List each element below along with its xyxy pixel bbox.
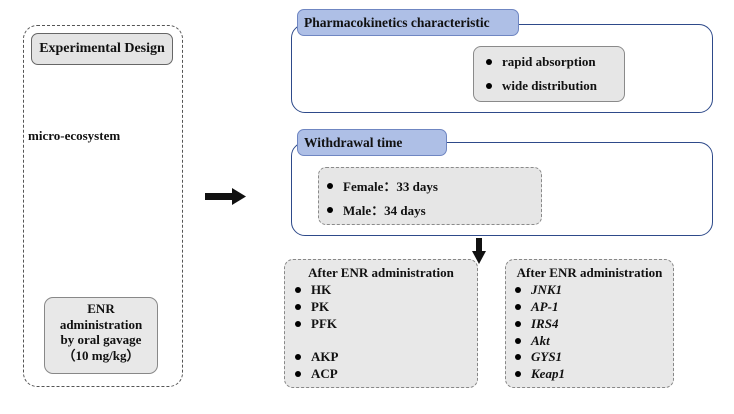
bullet-icon <box>295 287 301 293</box>
bullet-icon <box>295 354 301 360</box>
gene-label: AP-1 <box>531 299 559 314</box>
gene-label: GYS1 <box>531 349 563 364</box>
list-item: PK <box>295 299 329 315</box>
micro-ecosystem-label: micro-ecosystem <box>28 128 121 143</box>
pk-item: rapid absorption <box>502 54 596 69</box>
enr-line: （10 mg/kg） <box>62 347 140 363</box>
withdrawal-title: Withdrawal time <box>297 129 447 156</box>
right-result-title: After ENR administration <box>516 265 663 280</box>
withdrawal-item: Male：34 days <box>343 203 426 218</box>
pharmacokinetics-title: Pharmacokinetics characteristic <box>297 9 519 36</box>
bullet-icon <box>486 83 492 89</box>
list-item: IRS4 <box>515 316 558 332</box>
bullet-icon <box>515 371 521 377</box>
list-item: HK <box>295 282 331 298</box>
bullet-icon <box>486 59 492 65</box>
main-right-arrow <box>205 188 246 205</box>
gene-label: AKP <box>311 349 339 364</box>
bullet-icon <box>515 354 521 360</box>
bullet-icon <box>295 304 301 310</box>
list-item: AP-1 <box>515 299 558 315</box>
list-item: Akt <box>515 333 550 349</box>
list-item: Female：33 days <box>327 176 438 195</box>
list-item: wide distribution <box>486 78 597 94</box>
gene-label: HK <box>311 282 332 297</box>
list-item: PFK <box>295 316 337 332</box>
list-item: JNK1 <box>515 282 562 298</box>
enr-line: by oral gavage <box>60 332 142 347</box>
right-result-box: After ENR administration JNK1 AP-1 IRS4 … <box>505 259 674 388</box>
gene-label: IRS4 <box>531 316 559 331</box>
bullet-icon <box>515 321 521 327</box>
gene-label: JNK1 <box>531 282 563 297</box>
withdrawal-list: Female：33 days Male：34 days <box>318 167 542 225</box>
experimental-design-title: Experimental Design <box>31 33 173 65</box>
left-result-title: After ENR administration <box>308 265 454 280</box>
bullet-icon <box>327 206 333 213</box>
gene-label: ACP <box>311 366 338 381</box>
list-item: AKP <box>295 349 338 365</box>
enr-line: administration <box>59 316 143 332</box>
pharmacokinetics-list: rapid absorption wide distribution <box>473 46 625 102</box>
result-down-arrow <box>472 238 486 264</box>
bullet-icon <box>327 182 333 189</box>
gene-label: PK <box>311 299 330 314</box>
enr-line: ENR <box>87 301 115 316</box>
pk-item: wide distribution <box>502 78 597 93</box>
left-result-box: After ENR administration HK PK PFK AKP A… <box>284 259 478 388</box>
gene-label: PFK <box>311 316 337 331</box>
withdrawal-item: Female：33 days <box>343 179 438 194</box>
bullet-icon <box>515 287 521 293</box>
bullet-icon <box>295 321 301 327</box>
enr-dose-box: ENR administration by oral gavage （10 mg… <box>44 297 158 374</box>
list-item: ACP <box>295 366 338 382</box>
bullet-icon <box>295 371 301 377</box>
list-item: rapid absorption <box>486 54 596 70</box>
list-item: Male：34 days <box>327 200 426 219</box>
gene-label: Akt <box>531 333 550 348</box>
bullet-icon <box>515 304 521 310</box>
gene-label: Keap1 <box>531 366 565 381</box>
list-item: Keap1 <box>515 366 565 382</box>
bullet-icon <box>515 338 521 344</box>
list-item: GYS1 <box>515 349 562 365</box>
